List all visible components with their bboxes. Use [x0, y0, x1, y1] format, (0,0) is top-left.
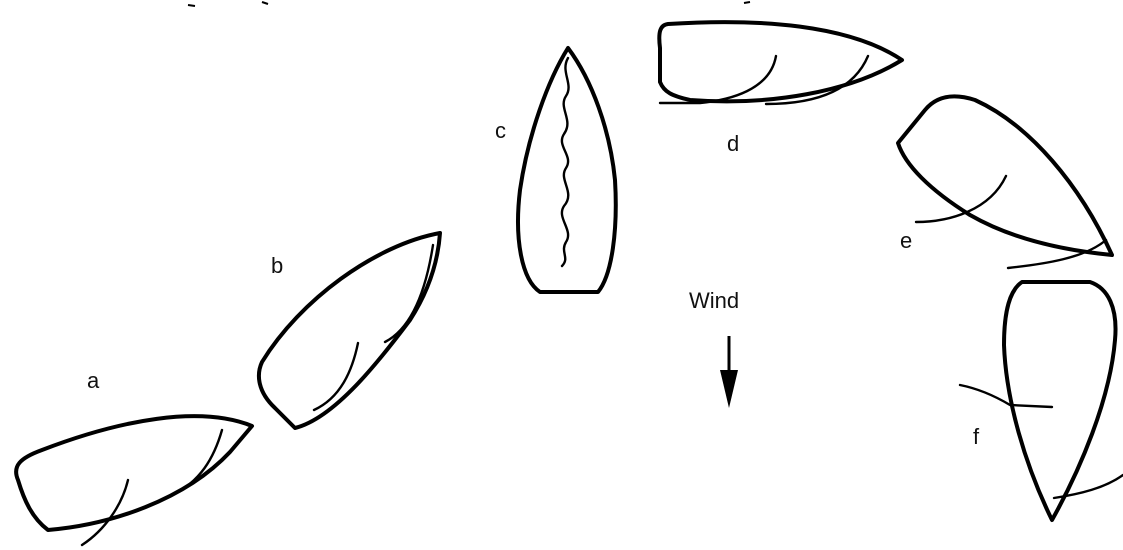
boat-d-label: d: [727, 133, 739, 155]
boat-a-label: a: [87, 370, 99, 392]
boat-f-label: f: [973, 426, 979, 448]
boat-e-label: e: [900, 230, 912, 252]
boat-c: [518, 48, 616, 292]
boat-e: [898, 96, 1112, 268]
boat-f: [960, 282, 1123, 520]
top-edge-marks: [188, 2, 750, 6]
boat-c-label: c: [495, 120, 506, 142]
boat-d: [659, 22, 902, 104]
wind-label: Wind: [689, 290, 739, 312]
boat-a-hull: [16, 416, 252, 530]
boat-b-sail: [314, 343, 358, 410]
boat-c-hull: [518, 48, 616, 292]
boat-a-sail: [172, 430, 222, 495]
boat-c-sail-luffing: [562, 58, 569, 266]
boat-b-label: b: [271, 255, 283, 277]
boat-b: [259, 233, 440, 428]
boat-f-sail: [960, 385, 1052, 407]
boat-a-sail: [82, 480, 128, 545]
wind-arrow-icon: [720, 336, 738, 408]
boat-f-hull: [1004, 282, 1116, 520]
boat-a: [16, 416, 252, 545]
boat-b-hull: [259, 233, 440, 428]
